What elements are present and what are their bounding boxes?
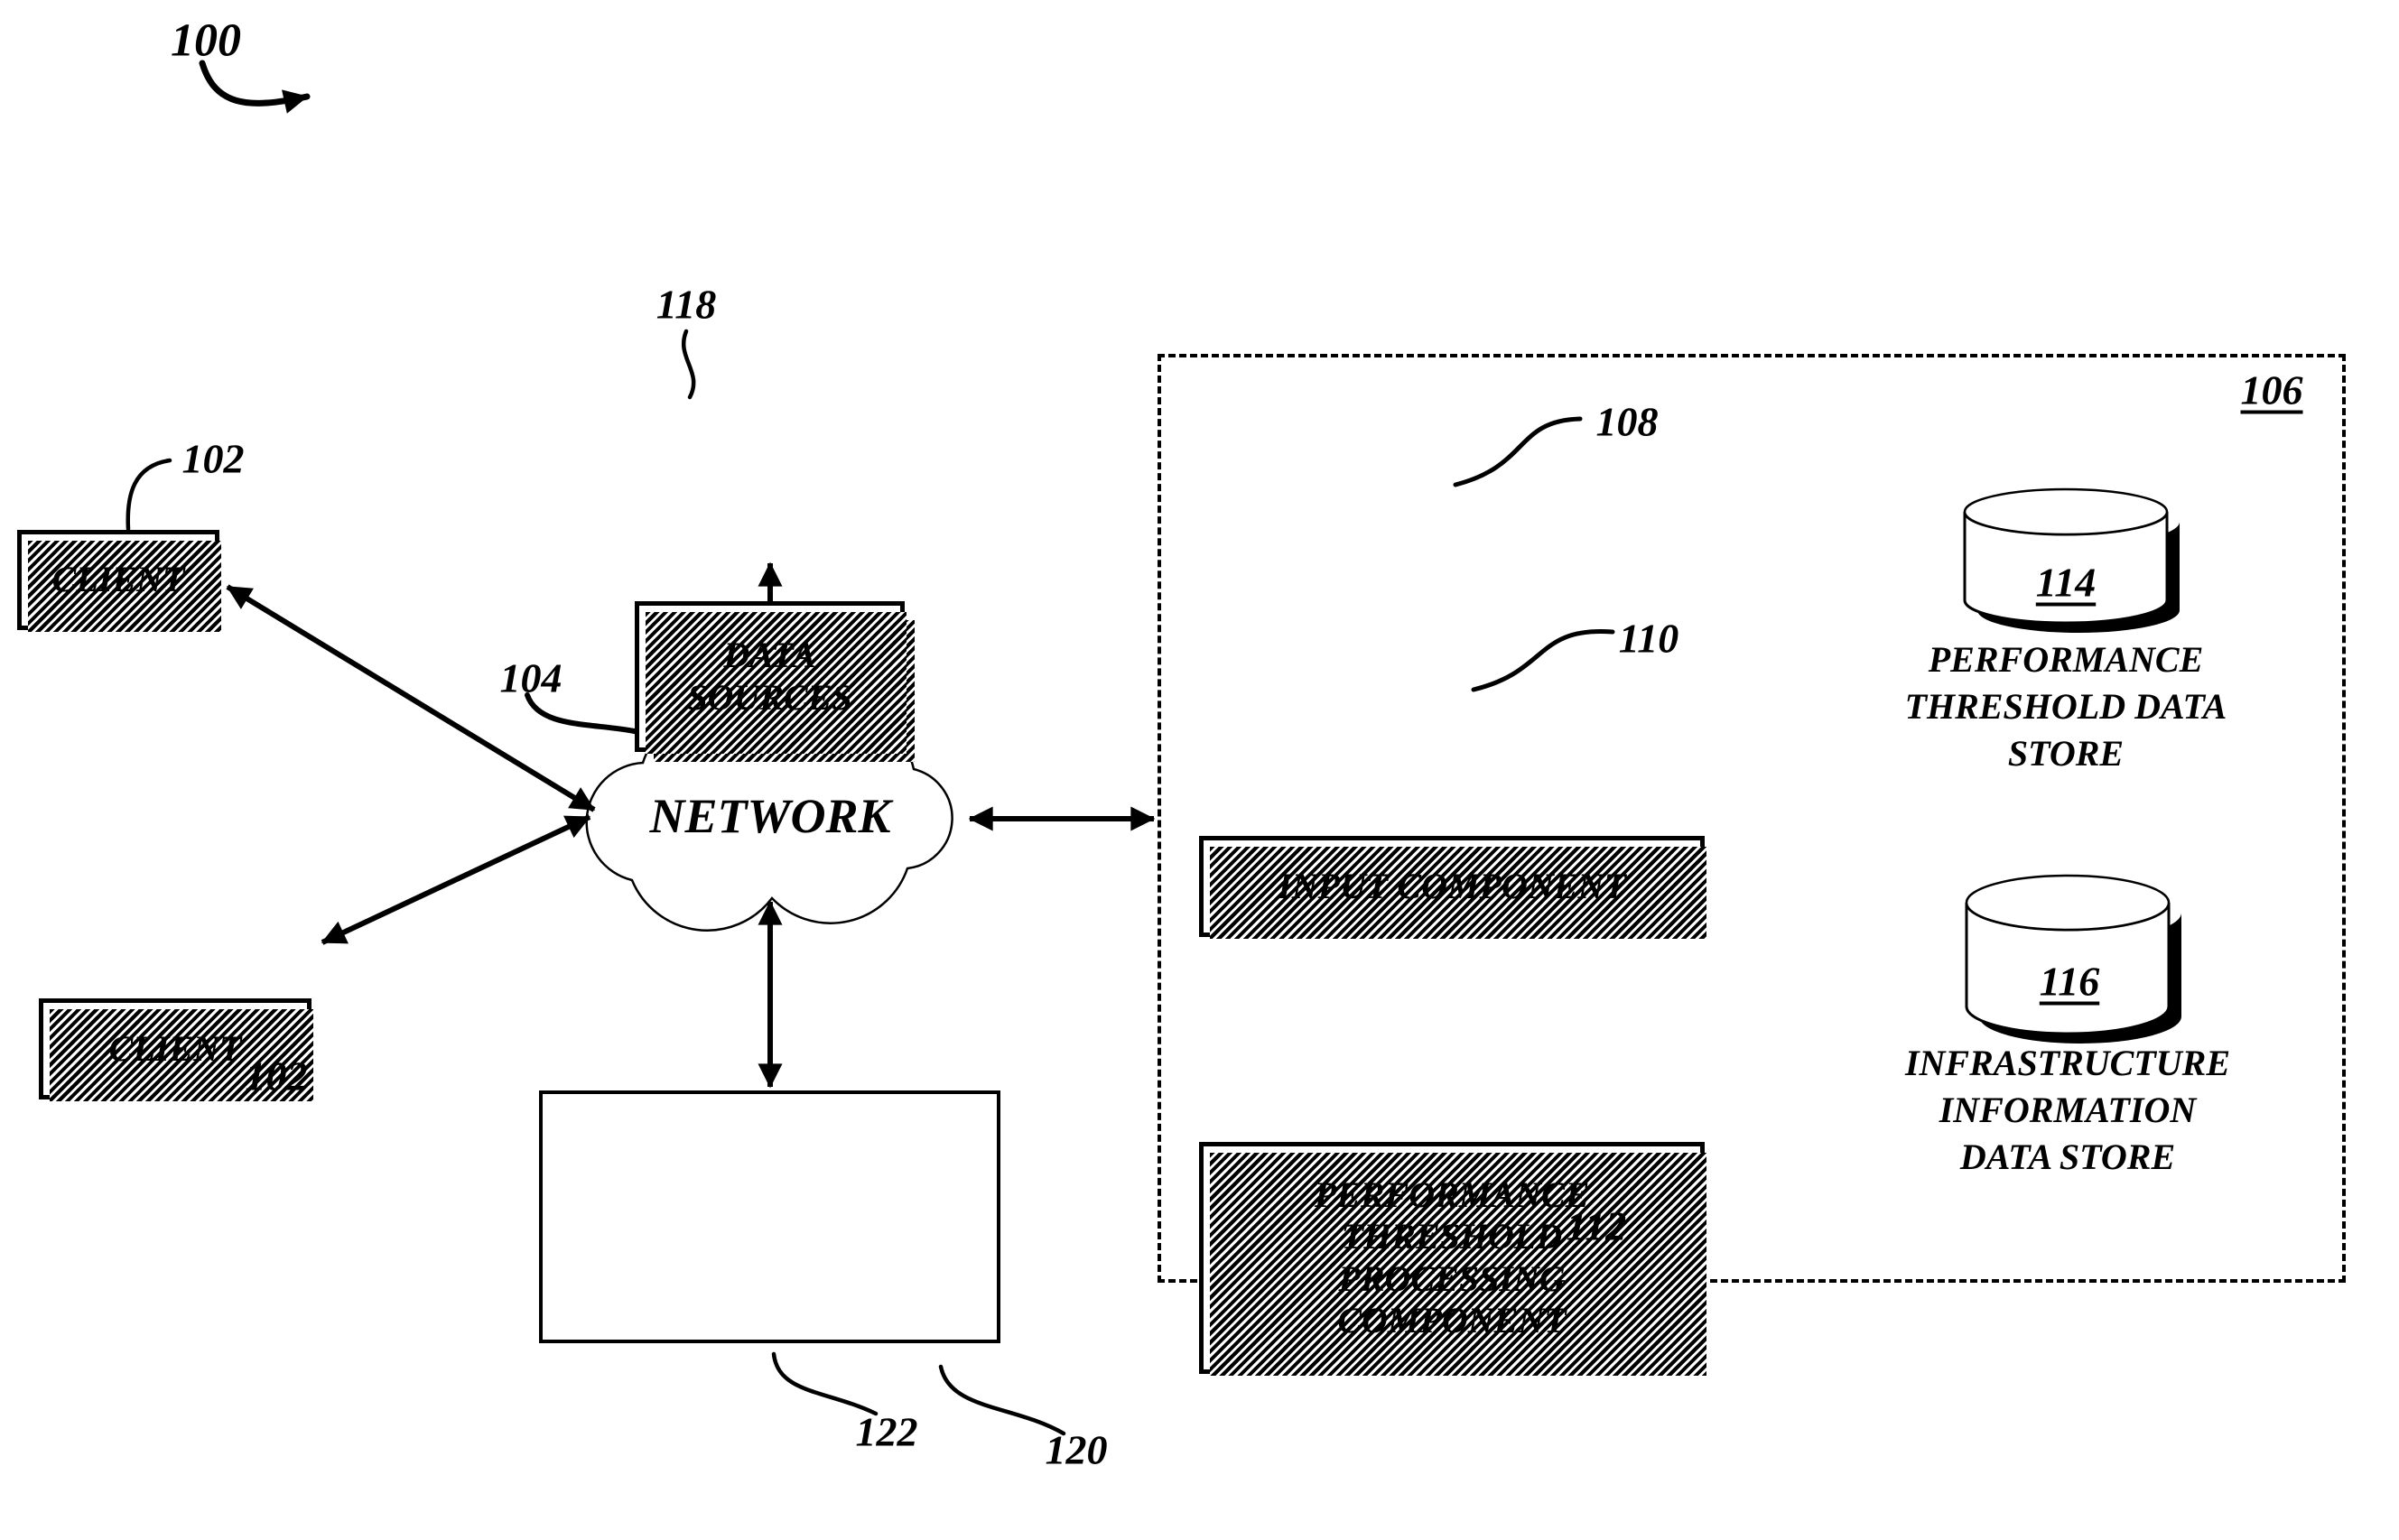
ref-104: 104 xyxy=(499,654,563,701)
ref-120: 120 xyxy=(1045,1426,1108,1473)
ref-106: 106 xyxy=(2240,366,2303,413)
data-sources-label: DATA SOURCES xyxy=(687,635,852,718)
leader-122 xyxy=(771,1351,879,1416)
ref-112: 112 xyxy=(1566,1202,1627,1249)
client-box-2: CLIENT xyxy=(39,998,313,1101)
leader-108 xyxy=(1453,416,1583,487)
leader-102-top xyxy=(126,458,172,532)
ref-102-bottom: 102 xyxy=(245,1053,308,1099)
performance-threshold-processing-component-label: PERFORMANCE THRESHOLD PROCESSING COMPONE… xyxy=(1314,1174,1590,1341)
ref-118: 118 xyxy=(656,281,717,328)
ref-122: 122 xyxy=(855,1408,918,1455)
input-component-box: INPUT COMPONENT xyxy=(1199,836,1706,939)
network-cloud-shape xyxy=(585,704,953,932)
ref-116: 116 xyxy=(2039,958,2100,1005)
performance-threshold-data-store-caption: PERFORMANCE THRESHOLD DATA STORE xyxy=(1904,639,2227,774)
data-sources-box: DATA SOURCES xyxy=(635,601,915,762)
figure-ref: 100 xyxy=(171,14,241,67)
leader-120 xyxy=(938,1364,1066,1436)
client-1-label: CLIENT xyxy=(51,559,185,600)
figure-ref-arrow xyxy=(199,60,311,114)
ref-114: 114 xyxy=(2035,559,2097,606)
performance-threshold-processing-component-box: PERFORMANCE THRESHOLD PROCESSING COMPONE… xyxy=(1199,1142,1706,1376)
client-2-label: CLIENT xyxy=(108,1027,242,1069)
arrow-client2-network xyxy=(321,814,591,945)
performance-threshold-data-store-cylinder xyxy=(1963,487,2180,633)
ref-102-top: 102 xyxy=(181,435,245,482)
network-label: NETWORK xyxy=(649,789,891,843)
infrastructure-information-data-store-cylinder xyxy=(1965,874,2181,1044)
monitoring-system-container xyxy=(1158,354,2346,1283)
infrastructure-information-data-store-caption: INFRASTRUCTURE INFORMATION DATA STORE xyxy=(1904,1043,2231,1177)
infrastructure-equipment-back-box xyxy=(539,1090,1000,1343)
leader-110 xyxy=(1471,629,1615,692)
client-box-1: CLIENT xyxy=(17,530,221,632)
arrow-client1-network xyxy=(226,584,596,812)
ref-108: 108 xyxy=(1595,398,1659,445)
ref-110: 110 xyxy=(1618,615,1679,662)
leader-118 xyxy=(682,329,696,400)
input-component-label: INPUT COMPONENT xyxy=(1278,865,1626,906)
